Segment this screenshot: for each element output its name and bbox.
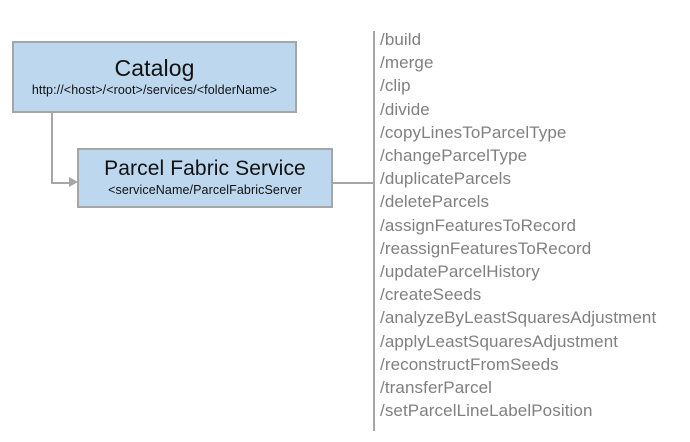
list-item[interactable]: /reassignFeaturesToRecord	[380, 238, 592, 258]
parcel-fabric-service-node[interactable]: Parcel Fabric Service <serviceName/Parce…	[77, 148, 333, 208]
list-item[interactable]: /deleteParcels	[380, 192, 490, 212]
list-item[interactable]: /copyLinesToParcelType	[380, 122, 567, 142]
list-item[interactable]: /updateParcelHistory	[380, 262, 540, 282]
operations-list-divider	[373, 31, 375, 431]
catalog-node-title: Catalog	[114, 55, 195, 82]
parcel-fabric-service-node-path: <serviceName/ParcelFabricServer	[108, 183, 302, 198]
catalog-node-url: http://<host>/<root>/services/<folderNam…	[31, 83, 278, 98]
list-item[interactable]: /build	[380, 30, 422, 49]
list-item[interactable]: /transferParcel	[380, 378, 493, 398]
catalog-node[interactable]: Catalog http://<host>/<root>/services/<f…	[12, 41, 297, 113]
list-item[interactable]: /divide	[380, 99, 430, 119]
list-item[interactable]: /merge	[380, 53, 434, 73]
list-item[interactable]: /createSeeds	[380, 285, 482, 305]
list-item[interactable]: /analyzeByLeastSquaresAdjustment	[380, 308, 657, 328]
operations-list: /build /merge /clip /divide /copyLinesTo…	[380, 28, 680, 422]
list-item[interactable]: /changeParcelType	[380, 146, 528, 166]
connector-service-to-operations	[333, 182, 374, 184]
parcel-fabric-service-node-title: Parcel Fabric Service	[104, 157, 306, 181]
list-item[interactable]: /setParcelLineLabelPosition	[380, 401, 593, 421]
connector-vertical-segment	[51, 113, 53, 184]
list-item[interactable]: /clip	[380, 76, 411, 96]
connector-horizontal-segment	[51, 182, 71, 184]
list-item[interactable]: /duplicateParcels	[380, 169, 512, 189]
list-item[interactable]: /reconstructFromSeeds	[380, 354, 559, 374]
list-item[interactable]: /applyLeastSquaresAdjustment	[380, 331, 619, 351]
arrow-right-icon	[69, 177, 78, 187]
list-item[interactable]: /assignFeaturesToRecord	[380, 215, 577, 235]
